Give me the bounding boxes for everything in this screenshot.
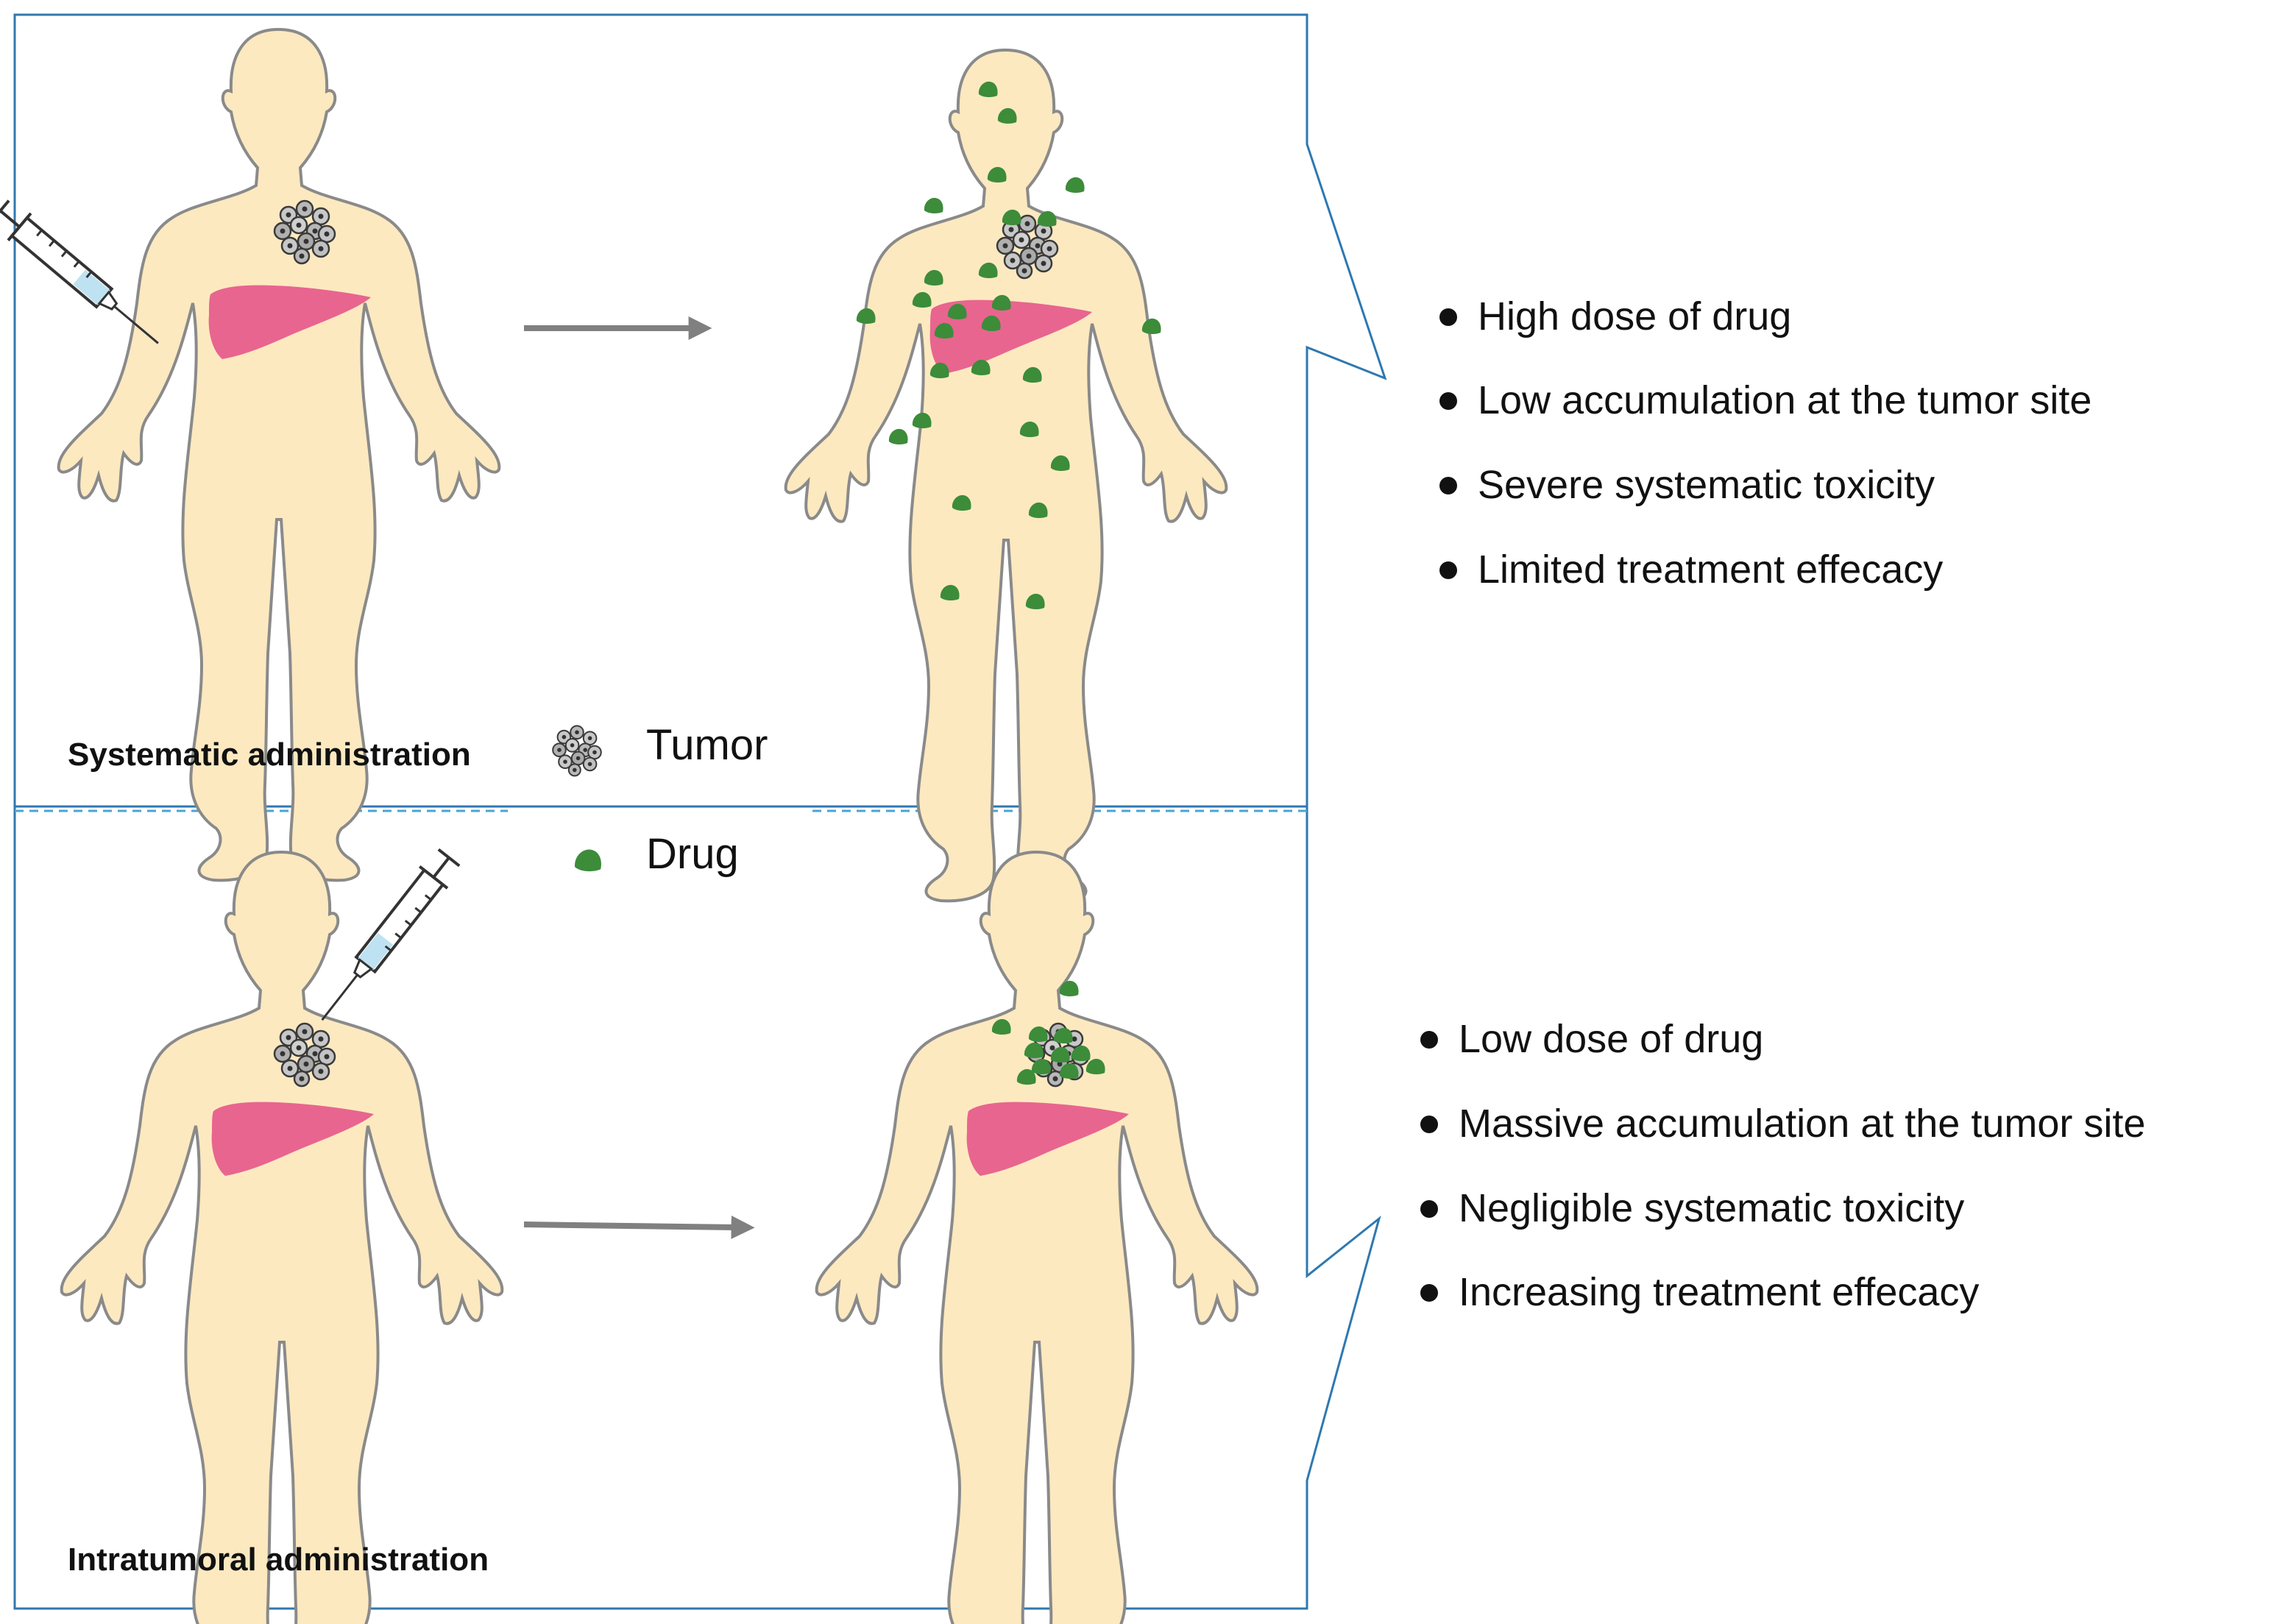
drug-icon	[924, 197, 943, 214]
bullet-dot	[1439, 561, 1457, 579]
arrow-bottom	[523, 1215, 755, 1239]
legend: Tumor Drug	[552, 721, 768, 878]
intratumoral-point: Low dose of drug	[1459, 1017, 1763, 1061]
intratumoral-point: Massive accumulation at the tumor site	[1459, 1102, 2145, 1146]
bullet-dot	[1439, 477, 1457, 494]
bullet-dot	[1420, 1200, 1438, 1218]
systemic-point: Limited treatment effecacy	[1478, 547, 1943, 592]
intratumoral-label: Intratumoral administration	[68, 1542, 489, 1578]
intratumoral-point: Negligible systematic toxicity	[1459, 1186, 1964, 1230]
systemic-point: Low accumulation at the tumor site	[1478, 378, 2091, 422]
legend-drug-label: Drug	[646, 830, 739, 878]
legend-tumor-label: Tumor	[646, 721, 768, 769]
systemic-point: High dose of drug	[1478, 294, 1791, 338]
panel-frame-lower	[13, 806, 1381, 1610]
drug-icon	[1065, 177, 1085, 194]
intratumoral-point: Increasing treatment effecacy	[1459, 1270, 1979, 1314]
bullet-dot	[1420, 1116, 1438, 1133]
bullet-dot	[1420, 1284, 1438, 1302]
intratumoral-points: Low dose of drug Massive accumulation at…	[1420, 1017, 2145, 1314]
bullet-dot	[1420, 1031, 1438, 1049]
systemic-after-body	[784, 49, 1228, 903]
drug-icon	[575, 849, 602, 872]
intratumoral-after-body	[815, 851, 1259, 1624]
drug-icon	[888, 428, 908, 445]
systemic-label: Systematic administration	[68, 737, 471, 773]
intratumoral-before-body	[60, 851, 504, 1624]
systemic-point: Severe systematic toxicity	[1478, 463, 1935, 507]
bullet-dot	[1439, 308, 1457, 326]
systemic-points: High dose of drug Low accumulation at th…	[1439, 294, 2091, 592]
tumor-icon	[552, 725, 602, 777]
bullet-dot	[1439, 392, 1457, 410]
